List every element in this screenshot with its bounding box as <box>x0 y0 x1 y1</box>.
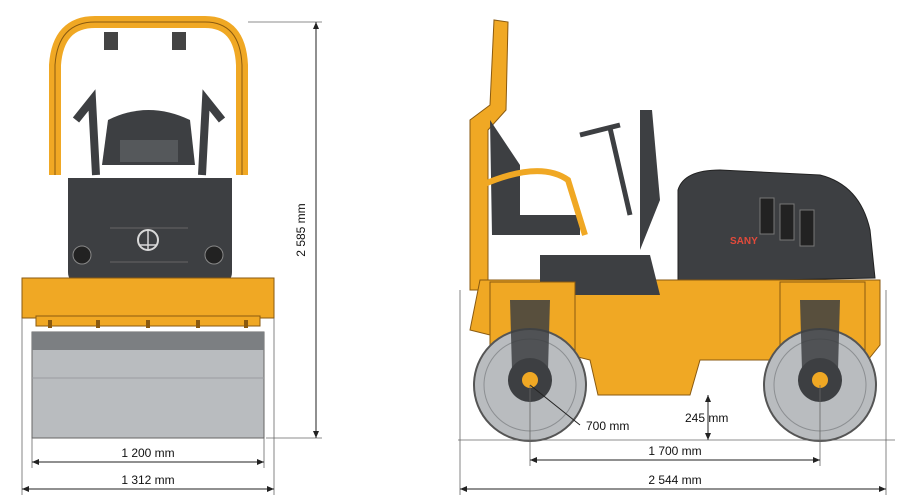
seat-side <box>490 120 580 235</box>
side-view: SANY 700 mm 245 mm 1 7 <box>458 19 895 495</box>
overall-length-label: 2 544 mm <box>648 473 701 487</box>
drum-width-label: 1 200 mm <box>121 446 174 460</box>
wheelbase-label: 1 700 mm <box>648 444 701 458</box>
drum-diameter-leader <box>529 384 581 426</box>
height-label: 2 585 mm <box>294 203 308 256</box>
light-left-icon <box>104 32 118 50</box>
engine-hood-side <box>677 169 876 283</box>
sany-logo: SANY <box>730 236 758 247</box>
ground-clearance-label: 245 mm <box>685 411 728 425</box>
chassis-front <box>21 277 275 319</box>
light-right-icon <box>172 32 186 50</box>
drum-diameter-label: 700 mm <box>586 419 629 433</box>
overall-width-label: 1 312 mm <box>121 473 174 487</box>
rops-side <box>469 19 509 291</box>
headlight-right-icon <box>204 245 224 265</box>
headlight-left-icon <box>72 245 92 265</box>
front-view: 2 585 mm 1 200 mm 1 312 mm <box>21 16 322 495</box>
steering-wheel-icon <box>579 122 633 216</box>
